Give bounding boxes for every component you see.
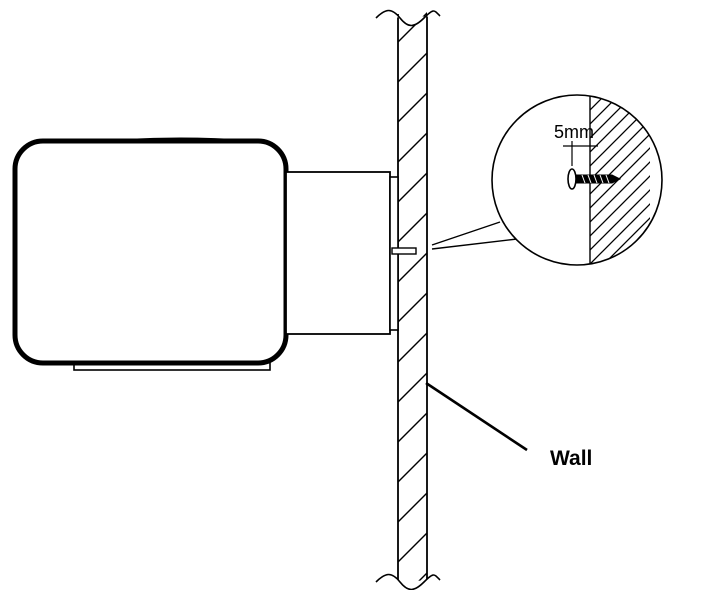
magnified-detail: 5mm [491, 94, 663, 266]
device-collar [285, 171, 391, 335]
wall-section [375, 9, 441, 590]
detail-screw [567, 168, 622, 190]
wall-leader-line [425, 381, 528, 452]
detail-leader [431, 221, 518, 250]
device-unit [12, 137, 417, 371]
gap-dimension-label: 5mm [554, 122, 594, 142]
screw-in-wall [391, 247, 417, 255]
device-housing [12, 138, 289, 366]
wall-label: Wall [550, 447, 592, 470]
wall-callout: Wall [425, 381, 592, 470]
